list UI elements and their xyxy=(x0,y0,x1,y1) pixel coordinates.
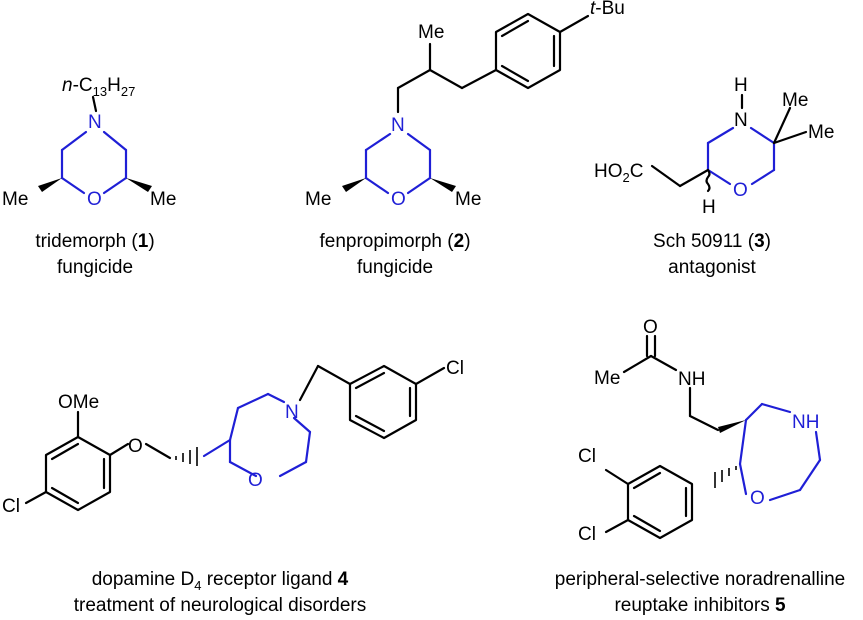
compound-3-nitrogen: N xyxy=(734,110,748,131)
compound-3-hydrogen-n: H xyxy=(734,75,748,96)
compound-2-role: fungicide xyxy=(357,257,433,278)
compound-2-methyl-right: Me xyxy=(455,189,481,210)
compound-3-hydrogen-c: H xyxy=(702,197,716,218)
compound-2-structure xyxy=(342,12,590,195)
compound-3-carboxylic-acid: HO2C xyxy=(594,161,643,185)
compound-4-caption: dopamine D4 receptor ligand 4 xyxy=(92,569,349,593)
compound-5-ring-oxygen: O xyxy=(750,488,765,509)
compound-2-oxygen: O xyxy=(391,189,406,210)
compound-3-methyl-1: Me xyxy=(782,90,808,111)
compound-1-role: fungicide xyxy=(57,257,133,278)
compound-2-tert-butyl: t-Bu xyxy=(590,0,625,19)
compound-5-ring-nh: NH xyxy=(792,412,819,433)
compound-4-role: treatment of neurological disorders xyxy=(74,595,367,616)
compound-5-structure xyxy=(604,334,822,540)
compound-4-methoxy: OMe xyxy=(58,392,99,413)
compound-5-chloro-2: Cl xyxy=(578,524,596,545)
compound-3-caption: Sch 50911 (3) xyxy=(653,231,771,252)
compound-4-chloro-benzyl: Cl xyxy=(446,358,464,379)
compound-3-oxygen: O xyxy=(733,180,748,201)
compound-5-amide-nh: NH xyxy=(678,369,705,390)
compound-2-caption: fenpropimorph (2) xyxy=(319,231,470,252)
compound-2-methyl-left: Me xyxy=(305,189,331,210)
compound-4-ether-oxygen: O xyxy=(128,436,143,457)
compound-1-methyl-left: Me xyxy=(2,189,28,210)
compound-1-caption: tridemorph (1) xyxy=(35,231,154,252)
compound-1-nitrogen: N xyxy=(88,112,102,133)
compound-5-caption: peripheral-selective noradrenalline xyxy=(555,569,845,590)
compound-1-methyl-right: Me xyxy=(150,189,176,210)
compound-1-oxygen: O xyxy=(87,189,102,210)
compound-3-methyl-2: Me xyxy=(808,122,834,143)
compound-4-nitrogen: N xyxy=(285,402,299,423)
compound-5-carbonyl-oxygen: O xyxy=(643,317,658,338)
compound-5-methyl: Me xyxy=(594,368,620,389)
compound-4-oxygen: O xyxy=(248,470,263,491)
compound-4-structure xyxy=(24,364,446,512)
compound-2-methyl-top: Me xyxy=(418,22,444,43)
compound-5-caption-line2: reuptake inhibitors 5 xyxy=(614,595,786,616)
compound-1-structure xyxy=(38,95,152,195)
compound-4-chloro-aryl: Cl xyxy=(2,496,20,517)
compound-2-nitrogen: N xyxy=(391,115,405,136)
compound-3-role: antagonist xyxy=(668,257,756,278)
compound-1-substituent: n-C13H27 xyxy=(62,75,135,99)
compound-5-chloro-1: Cl xyxy=(578,446,596,467)
compound-3-structure xyxy=(650,93,808,193)
